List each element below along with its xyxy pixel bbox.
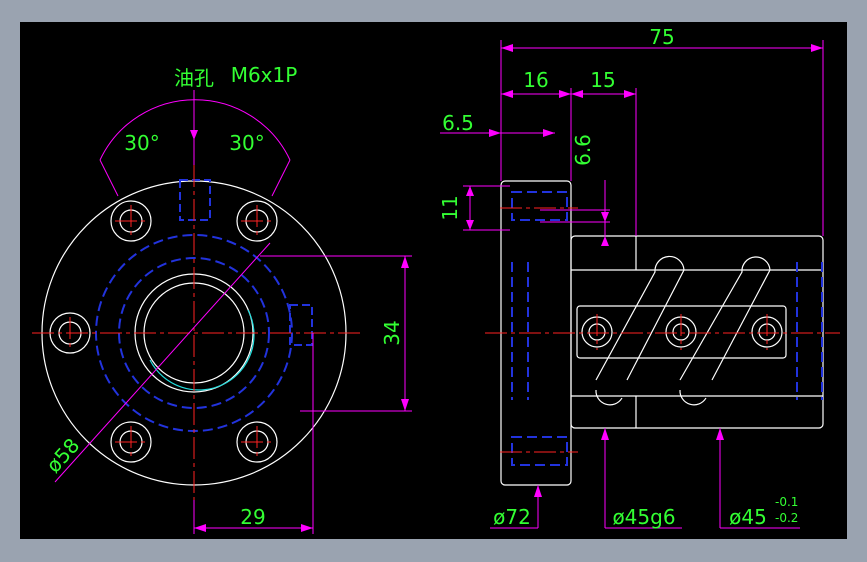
angle-left-label: 30° bbox=[124, 131, 159, 155]
dim-height-34: 34 bbox=[380, 320, 404, 345]
side-dimensions bbox=[440, 40, 824, 529]
oil-hole-hidden bbox=[179, 179, 211, 221]
nut-body bbox=[570, 235, 824, 429]
bore-thread-arc bbox=[149, 309, 255, 391]
front-centerlines bbox=[32, 165, 360, 500]
dim-length-75: 75 bbox=[649, 25, 674, 49]
cover-plate bbox=[576, 305, 787, 359]
plate-screws bbox=[581, 316, 783, 348]
hidden-body bbox=[118, 257, 270, 409]
return-channels bbox=[595, 255, 771, 406]
dim-spacing-11: 11 bbox=[438, 195, 462, 220]
side-view: 75 16 15 6.5 6.6 11 ø72 ø45g6 ø45 -0.1 -… bbox=[438, 25, 840, 529]
dim-flange-dia-72: ø72 bbox=[493, 505, 531, 529]
front-dimensions bbox=[54, 90, 412, 534]
dim-nut-dia-45: ø45 bbox=[729, 505, 767, 529]
side-arrowheads bbox=[466, 44, 823, 497]
cad-viewport[interactable] bbox=[20, 22, 847, 539]
dim-tol-upper: -0.1 bbox=[775, 495, 798, 509]
angle-right-label: 30° bbox=[229, 131, 264, 155]
dim-body-dia-45g6: ø45g6 bbox=[612, 505, 675, 529]
dim-tol-lower: -0.2 bbox=[775, 511, 798, 525]
side-hole-hidden bbox=[289, 304, 313, 346]
dim-flange-16: 16 bbox=[523, 68, 548, 92]
dim-depth-6-6: 6.6 bbox=[571, 134, 595, 166]
oil-hole-label: 油孔 bbox=[174, 66, 214, 90]
side-hidden-lines bbox=[511, 191, 823, 466]
front-arrowheads bbox=[190, 130, 409, 532]
dim-pcd-58: ø58 bbox=[41, 433, 84, 477]
front-view: 油孔 M6x1P 30° 30° 34 ø58 29 bbox=[32, 63, 412, 534]
dim-step-6-5: 6.5 bbox=[442, 111, 474, 135]
dim-oil-15: 15 bbox=[590, 68, 615, 92]
dim-offset-29: 29 bbox=[240, 505, 265, 529]
thread-label: M6x1P bbox=[231, 63, 298, 87]
side-centerlines bbox=[485, 207, 840, 453]
